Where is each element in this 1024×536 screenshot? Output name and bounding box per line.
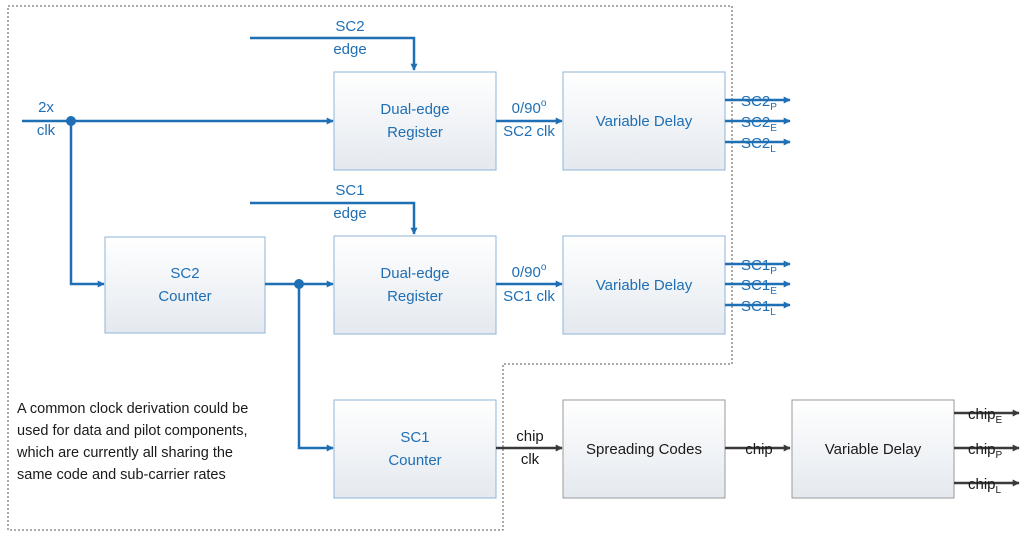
sc2-edge-input: SC2 edge xyxy=(250,18,418,71)
sc1-variable-delay: Variable Delay xyxy=(562,235,726,335)
sc1-counter: SC1 Counter xyxy=(333,399,497,499)
sc2-output-e-label: SC2E xyxy=(741,114,777,134)
sc1-output-l-label: SC1L xyxy=(741,298,776,318)
sc1-edge-input: SC1 edge xyxy=(250,182,418,235)
note-line-4: same code and sub-carrier rates xyxy=(17,467,226,483)
clk-input-label-bottom: clk xyxy=(37,122,56,139)
chip-clk-label-top: chip xyxy=(516,428,544,445)
sc2-delay-label: Variable Delay xyxy=(596,113,693,130)
sc2-clk-label: SC2 clk xyxy=(503,123,555,140)
chip-delay-label: Variable Delay xyxy=(825,441,922,458)
subcarrier-region-boundary xyxy=(7,5,733,531)
clock-derivation-note: A common clock derivation could be used … xyxy=(16,401,248,483)
sc2-phase-link: 0/90o SC2 clk xyxy=(496,98,563,140)
sc1-delay-box xyxy=(562,235,726,335)
spreading-codes: Spreading Codes xyxy=(562,399,726,499)
sc2-register-box xyxy=(333,71,497,171)
sc1-delay-label: Variable Delay xyxy=(596,277,693,294)
sc1-dual-edge-register: Dual-edge Register xyxy=(333,235,497,335)
sc1-edge-line xyxy=(250,201,418,235)
sc2-output-l-label: SC2L xyxy=(741,135,776,155)
sc2-counter-box xyxy=(104,236,266,334)
chip-delay-box xyxy=(791,399,955,499)
note-line-2: used for data and pilot components, xyxy=(17,423,248,439)
sc1-outputs: SC1P SC1E SC1L xyxy=(725,257,791,318)
sc1-output-p-label: SC1P xyxy=(741,257,777,277)
note-line-1: A common clock derivation could be xyxy=(17,401,248,417)
sc2-edge-line xyxy=(250,36,418,71)
chip-link: chip xyxy=(725,441,791,458)
sc2-edge-label-bottom: edge xyxy=(333,41,366,58)
sc2-counter-to-sc1-counter-line xyxy=(297,284,334,452)
chip-label: chip xyxy=(745,441,773,458)
chip-clk-link: chip clk xyxy=(496,428,563,468)
sc1-edge-label-bottom: edge xyxy=(333,205,366,222)
chip-output-l-label: chipL xyxy=(968,476,1002,496)
sc1-output-e-label: SC1E xyxy=(741,277,777,297)
chip-output-e-label: chipE xyxy=(968,406,1003,426)
clk-input: 2x clk xyxy=(22,99,334,288)
sc2-counter-label-line1: SC2 xyxy=(170,265,199,282)
chip-output-p-label: chipP xyxy=(968,441,1003,461)
sc2-edge-label-top: SC2 xyxy=(335,18,364,35)
sc1-counter-box xyxy=(333,399,497,499)
sc2-variable-delay: Variable Delay xyxy=(562,71,726,171)
clk-input-label-top: 2x xyxy=(38,99,54,116)
sc2-counter: SC2 Counter xyxy=(104,236,266,334)
spreading-codes-box xyxy=(562,399,726,499)
sc2-register-label-line1: Dual-edge xyxy=(380,101,449,118)
sc1-edge-label-top: SC1 xyxy=(335,182,364,199)
sc2-counter-output xyxy=(265,279,334,452)
chip-variable-delay: Variable Delay xyxy=(791,399,955,499)
sc1-counter-label-line1: SC1 xyxy=(400,429,429,446)
sc2-register-label-line2: Register xyxy=(387,124,443,141)
sc2-dual-edge-register: Dual-edge Register xyxy=(333,71,497,171)
sc2-phase-label: 0/90o xyxy=(512,98,547,117)
chip-clk-label-bottom: clk xyxy=(521,451,540,468)
clk-to-sc2-counter-line xyxy=(69,121,105,288)
chip-outputs: chipE chipP chipL xyxy=(954,406,1020,496)
sc2-delay-box xyxy=(562,71,726,171)
sc2-output-p-label: SC2P xyxy=(741,93,777,113)
sc1-phase-label: 0/90o xyxy=(512,262,547,281)
spreading-codes-label: Spreading Codes xyxy=(586,441,702,458)
sc1-counter-label-line2: Counter xyxy=(388,452,441,469)
sc1-register-label-line2: Register xyxy=(387,288,443,305)
sc1-clk-label: SC1 clk xyxy=(503,288,555,305)
sc1-register-box xyxy=(333,235,497,335)
sc2-counter-label-line2: Counter xyxy=(158,288,211,305)
note-line-3: which are currently all sharing the xyxy=(16,445,233,461)
sc1-phase-link: 0/90o SC1 clk xyxy=(496,262,563,305)
sc2-outputs: SC2P SC2E SC2L xyxy=(725,93,791,155)
sc1-register-label-line1: Dual-edge xyxy=(380,265,449,282)
